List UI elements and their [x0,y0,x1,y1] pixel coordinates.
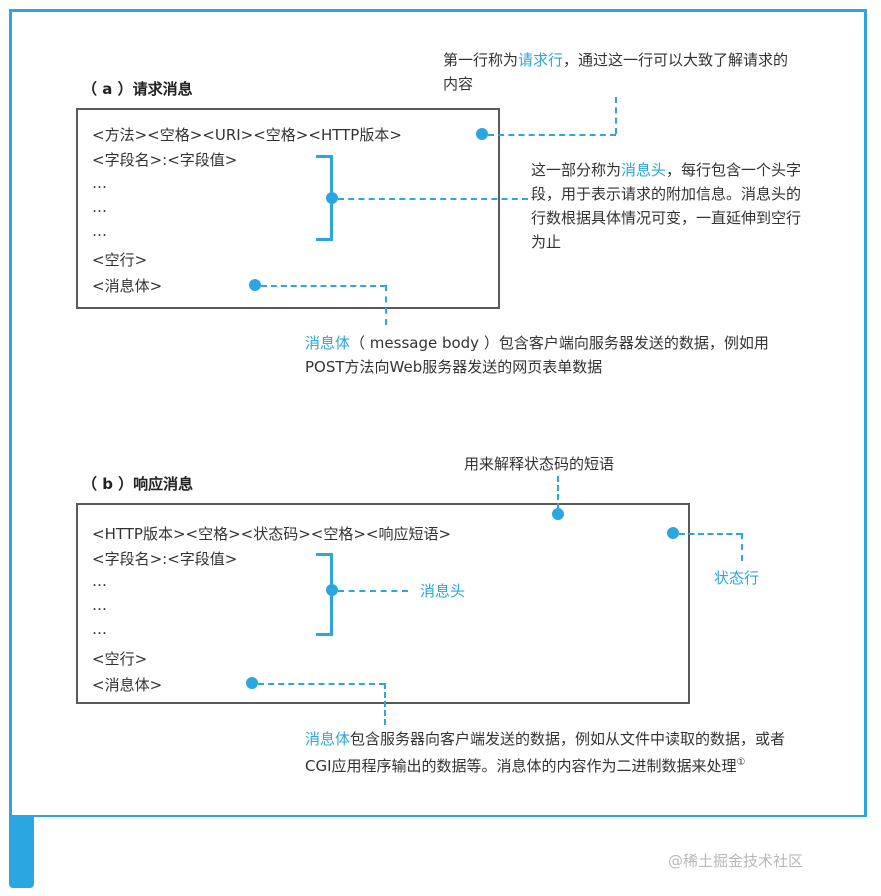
header-ellipsis-2: … [92,596,107,614]
body-term: 消息体 [305,730,351,748]
request-line-connector-v [615,97,617,134]
headers-dot [326,584,338,596]
body-note: 消息体（ message body ）包含客户端向服务器发送的数据，例如用POS… [305,334,769,376]
body-connector-h [258,683,385,685]
header-ellipsis-1: … [92,174,107,192]
status-line-text: <HTTP版本><空格><状态码><空格><响应短语> [92,525,452,543]
request-message-box [76,108,500,309]
header-field-text: <字段名>:<字段值> [92,550,238,568]
blank-line-text: <空行> [92,650,148,668]
frame-top-border [9,9,867,12]
headers-dot [326,192,338,204]
frame-bottom-border [9,815,867,817]
headers-note: 这一部分称为消息头，每行包含一个头字段，用于表示请求的附加信息。消息头的行数根据… [531,161,802,251]
request-line-connector-h [488,134,616,136]
frame-tab [9,815,34,888]
response-message-label: （ b ）响应消息 [82,475,194,493]
footnote-marker: ① [736,757,746,768]
request-message-label: （ a ）请求消息 [82,80,193,98]
headers-note: 消息头 [420,582,466,600]
body-note: 消息体包含服务器向客户端发送的数据，例如从文件中读取的数据，或者CGI应用程序输… [305,730,786,775]
header-ellipsis-3: … [92,620,107,638]
request-line-dot [476,128,488,140]
body-term: 消息体 [305,334,351,352]
body-connector-v [385,285,387,325]
body-dot [249,279,261,291]
response-message-box [76,503,690,704]
request-line-text: <方法><空格><URI><空格><HTTP版本> [92,126,402,144]
header-ellipsis-2: … [92,198,107,216]
message-body-text: <消息体> [92,676,163,694]
watermark: @稀土掘金技术社区 [668,852,804,870]
body-dot [246,677,258,689]
header-ellipsis-3: … [92,222,107,240]
header-field-text: <字段名>:<字段值> [92,151,238,169]
headers-connector [338,590,408,592]
status-line-connector-v [741,533,743,561]
request-line-note: 第一行称为请求行，通过这一行可以大致了解请求的内容 [443,51,789,93]
body-connector-v [384,683,386,725]
phrase-connector [557,476,559,509]
frame-right-border [864,9,867,817]
request-line-term: 请求行 [518,51,564,69]
header-ellipsis-1: … [92,572,107,590]
headers-term: 消息头 [621,161,667,179]
status-line-connector-h [679,533,742,535]
phrase-dot [552,508,564,520]
body-connector-h [261,285,386,287]
frame-left-border [9,9,12,829]
status-line-note: 状态行 [714,569,760,587]
blank-line-text: <空行> [92,251,148,269]
headers-connector [338,198,528,200]
phrase-note: 用来解释状态码的短语 [464,455,615,473]
message-body-text: <消息体> [92,277,163,295]
status-line-dot [667,527,679,539]
